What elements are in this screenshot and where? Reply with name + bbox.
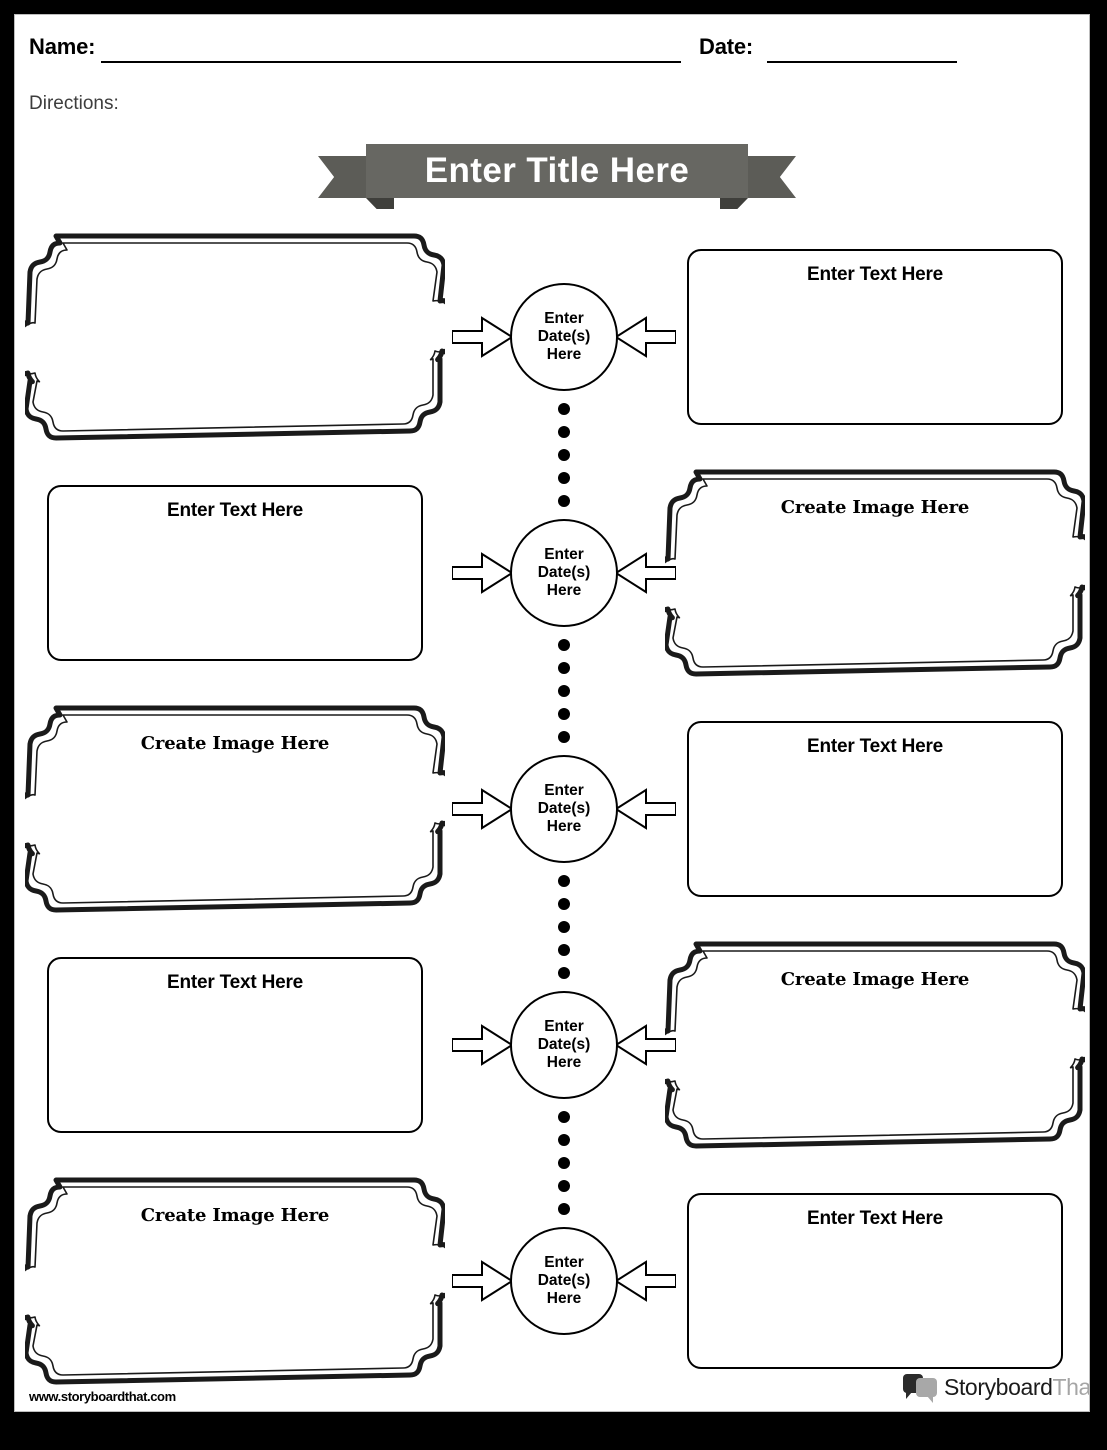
arrow-left-icon [614, 550, 676, 596]
date-label: Date: [699, 34, 754, 59]
connector-dot [558, 662, 570, 674]
date-placeholder-line-2: Date(s) [537, 1272, 591, 1290]
panel-caption: Enter Text Here [166, 972, 304, 993]
connector-dot [558, 1203, 570, 1215]
brand-wordmark: StoryboardThat [944, 1373, 1090, 1401]
date-placeholder-line-2: Date(s) [537, 1036, 591, 1054]
header-row: Name: Date: [15, 15, 1089, 85]
worksheet-page: Name: Date: Directions: Enter Title Here… [14, 14, 1090, 1412]
panel-caption: Create Image Here [140, 733, 330, 754]
panel-caption: Create Image Here [780, 969, 970, 990]
ornate-image-panel-left[interactable] [25, 231, 445, 443]
storyboardthat-logo[interactable]: StoryboardThat [903, 1372, 1090, 1403]
date-placeholder-line-1: Enter [544, 310, 584, 328]
date-placeholder-line-3: Here [546, 345, 582, 363]
connector-dot [558, 472, 570, 484]
date-placeholder-line-2: Date(s) [537, 564, 591, 582]
speech-bubble-front-icon [916, 1378, 937, 1403]
timeline-dot-connector [558, 1111, 570, 1215]
connector-dot [558, 426, 570, 438]
panel-caption: Enter Text Here [806, 1208, 944, 1229]
connector-dot [558, 403, 570, 415]
connector-dot [558, 731, 570, 743]
arrow-left-icon [614, 786, 676, 832]
speech-bubbles-icon [903, 1372, 937, 1403]
page-title: Enter Title Here [424, 151, 690, 190]
text-panel-left[interactable]: Enter Text Here [47, 485, 423, 661]
ribbon-fold-left [366, 198, 394, 209]
timeline-dot-connector [558, 875, 570, 979]
date-placeholder-line-3: Here [546, 817, 582, 835]
arrow-right-icon [452, 1258, 514, 1304]
connector-dot [558, 1180, 570, 1192]
ribbon-body: Enter Title Here [366, 144, 748, 198]
text-panel-right[interactable]: Enter Text Here [687, 1193, 1063, 1369]
date-placeholder-line-3: Here [546, 581, 582, 599]
arrow-right-icon [452, 550, 514, 596]
timeline-dot-connector [558, 639, 570, 743]
date-placeholder-line-3: Here [546, 1053, 582, 1071]
date-placeholder-line-1: Enter [544, 782, 584, 800]
footer-url[interactable]: www.storyboardthat.com [29, 1389, 176, 1404]
panel-caption: Create Image Here [140, 1205, 330, 1226]
arrow-left-icon [614, 1022, 676, 1068]
connector-dot [558, 449, 570, 461]
date-placeholder-line-3: Here [546, 1289, 582, 1307]
directions-label: Directions: [29, 93, 119, 114]
text-panel-left[interactable]: Enter Text Here [47, 957, 423, 1133]
ornate-image-panel-left[interactable]: Create Image Here [25, 1175, 445, 1387]
connector-dot [558, 1111, 570, 1123]
ornate-image-panel-left[interactable]: Create Image Here [25, 703, 445, 915]
connector-dot [558, 639, 570, 651]
timeline-dot-connector [558, 403, 570, 507]
text-panel-right[interactable]: Enter Text Here [687, 721, 1063, 897]
ribbon-fold-right [720, 198, 748, 209]
connector-dot [558, 1134, 570, 1146]
brand-primary: Storyboard [944, 1373, 1053, 1400]
connector-dot [558, 685, 570, 697]
ornate-image-panel-right[interactable]: Create Image Here [665, 467, 1085, 679]
connector-dot [558, 708, 570, 720]
date-placeholder-line-2: Date(s) [537, 328, 591, 346]
date-input-line[interactable] [767, 61, 957, 63]
connector-dot [558, 495, 570, 507]
connector-dot [558, 967, 570, 979]
name-input-line[interactable] [101, 61, 681, 63]
title-ribbon[interactable]: Enter Title Here [318, 144, 796, 209]
connector-dot [558, 875, 570, 887]
arrow-left-icon [614, 1258, 676, 1304]
panel-caption: Enter Text Here [806, 736, 944, 757]
connector-dot [558, 921, 570, 933]
arrow-right-icon [452, 786, 514, 832]
date-placeholder-line-1: Enter [544, 1254, 584, 1272]
ornate-image-panel-right[interactable]: Create Image Here [665, 939, 1085, 1151]
date-placeholder-line-2: Date(s) [537, 800, 591, 818]
panel-caption: Create Image Here [780, 497, 970, 518]
date-placeholder-line-1: Enter [544, 1018, 584, 1036]
panel-caption: Enter Text Here [166, 500, 304, 521]
brand-secondary: That [1052, 1373, 1090, 1400]
panel-caption: Enter Text Here [806, 264, 944, 285]
arrow-right-icon [452, 1022, 514, 1068]
text-panel-right[interactable]: Enter Text Here [687, 249, 1063, 425]
connector-dot [558, 944, 570, 956]
connector-dot [558, 898, 570, 910]
connector-dot [558, 1157, 570, 1169]
name-label: Name: [29, 34, 96, 59]
date-placeholder-line-1: Enter [544, 546, 584, 564]
arrow-right-icon [452, 314, 514, 360]
arrow-left-icon [614, 314, 676, 360]
